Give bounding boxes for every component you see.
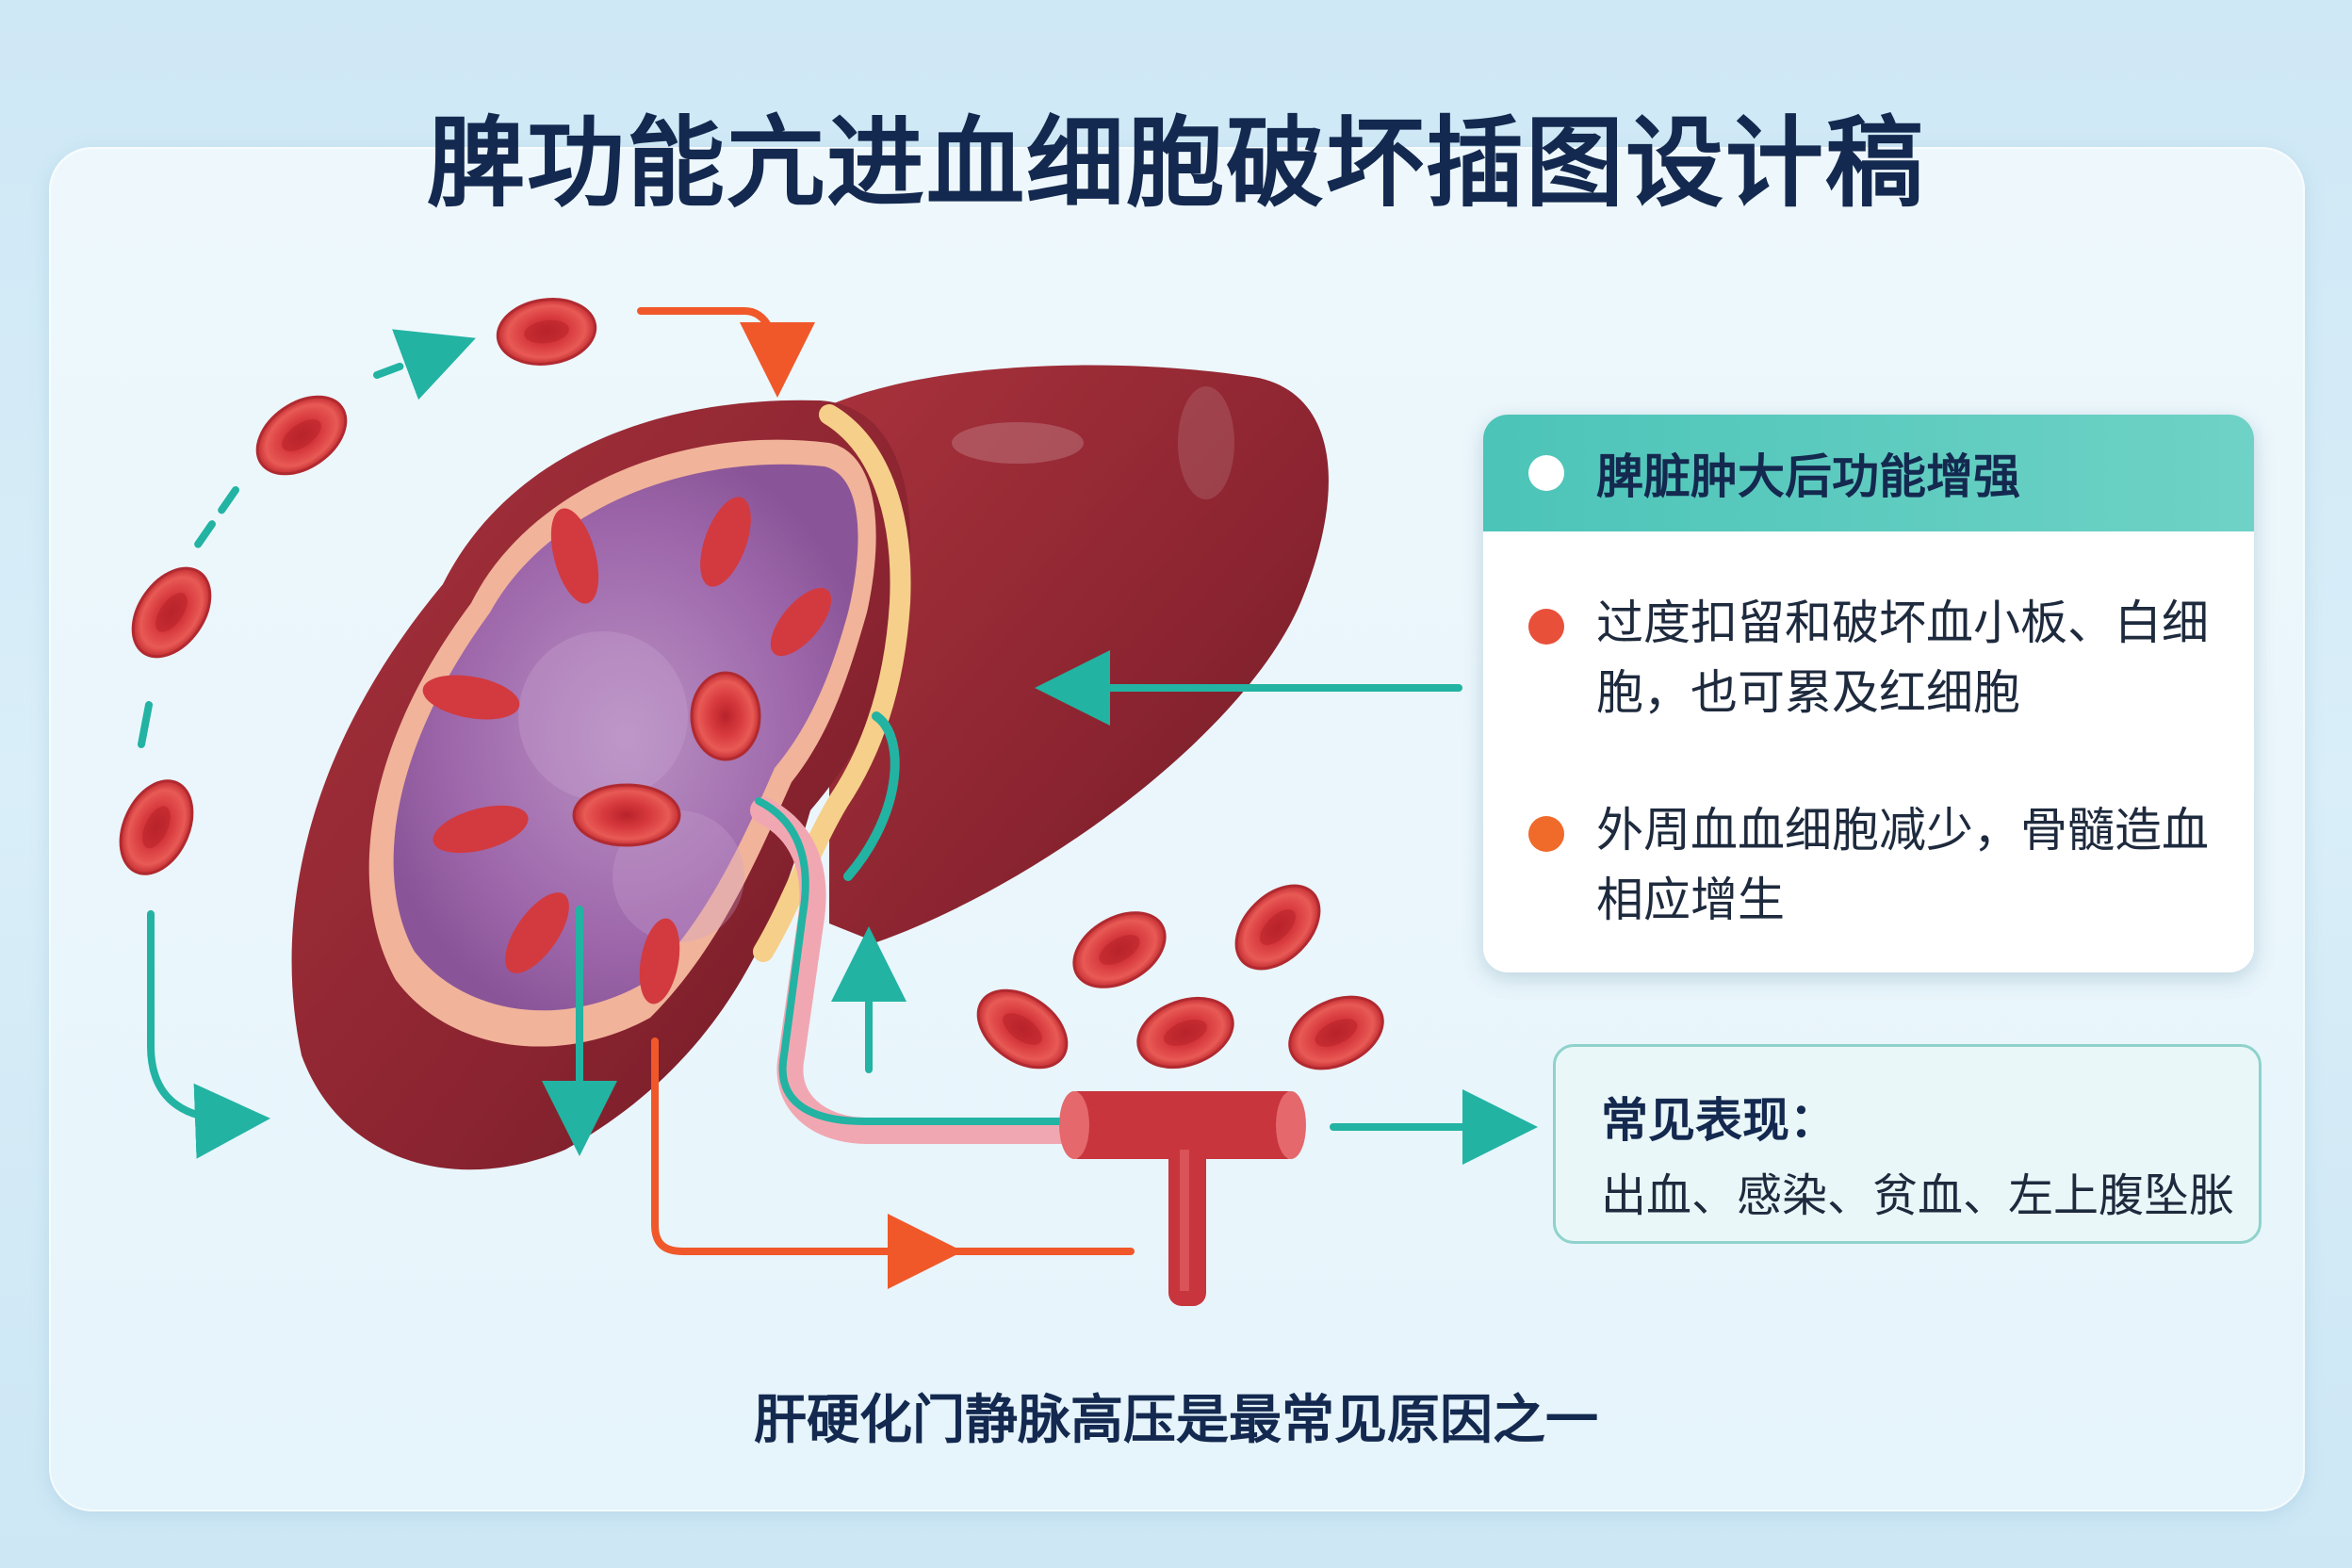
info-card-title: 脾脏肿大后功能增强 xyxy=(1596,449,2020,504)
flow-arrow-teal-left xyxy=(189,486,239,555)
info-item-text: 外周血血细胞减少，骨髓造血相应增生 xyxy=(1596,803,2209,927)
caption: 肝硬化门静脉高压是最常见原因之一 xyxy=(754,1390,1598,1451)
page-title: 脾功能亢进血细胞破坏插图设计稿 xyxy=(426,106,1925,220)
bullet-icon xyxy=(1528,609,1564,645)
bullet-icon xyxy=(1528,455,1564,491)
symptom-card-title: 常见表现： xyxy=(1601,1093,1837,1148)
spleen-red-cells xyxy=(422,497,832,1004)
bullet-icon xyxy=(1528,816,1564,852)
flow-arrow-teal-down xyxy=(147,910,270,1159)
info-card-header: 脾脏肿大后功能增强 xyxy=(1483,415,2254,531)
info-item: 外周血血细胞减少，骨髓造血相应增生 xyxy=(1528,795,2218,935)
spleen-pulp xyxy=(393,464,858,1011)
flow-arrow-teal-top xyxy=(373,329,476,400)
info-item-text: 过度扣留和破坏血小板、白细胞，也可累及红细胞 xyxy=(1596,596,2209,720)
symptom-card-body: 出血、感染、贫血、左上腹坠胀 xyxy=(1601,1169,2235,1222)
portal-vein-icon xyxy=(1059,1091,1306,1306)
info-item: 过度扣留和破坏血小板、白细胞，也可累及红细胞 xyxy=(1528,588,2218,727)
flow-arrow-orange-top xyxy=(637,307,815,398)
flow-arrow-orange-bottom xyxy=(651,1037,963,1289)
symptom-card: 常见表现： 出血、感染、贫血、左上腹坠胀 xyxy=(1553,1044,2262,1244)
info-card: 脾脏肿大后功能增强 过度扣留和破坏血小板、白细胞，也可累及红细胞 外周血血细胞减… xyxy=(1483,415,2254,972)
